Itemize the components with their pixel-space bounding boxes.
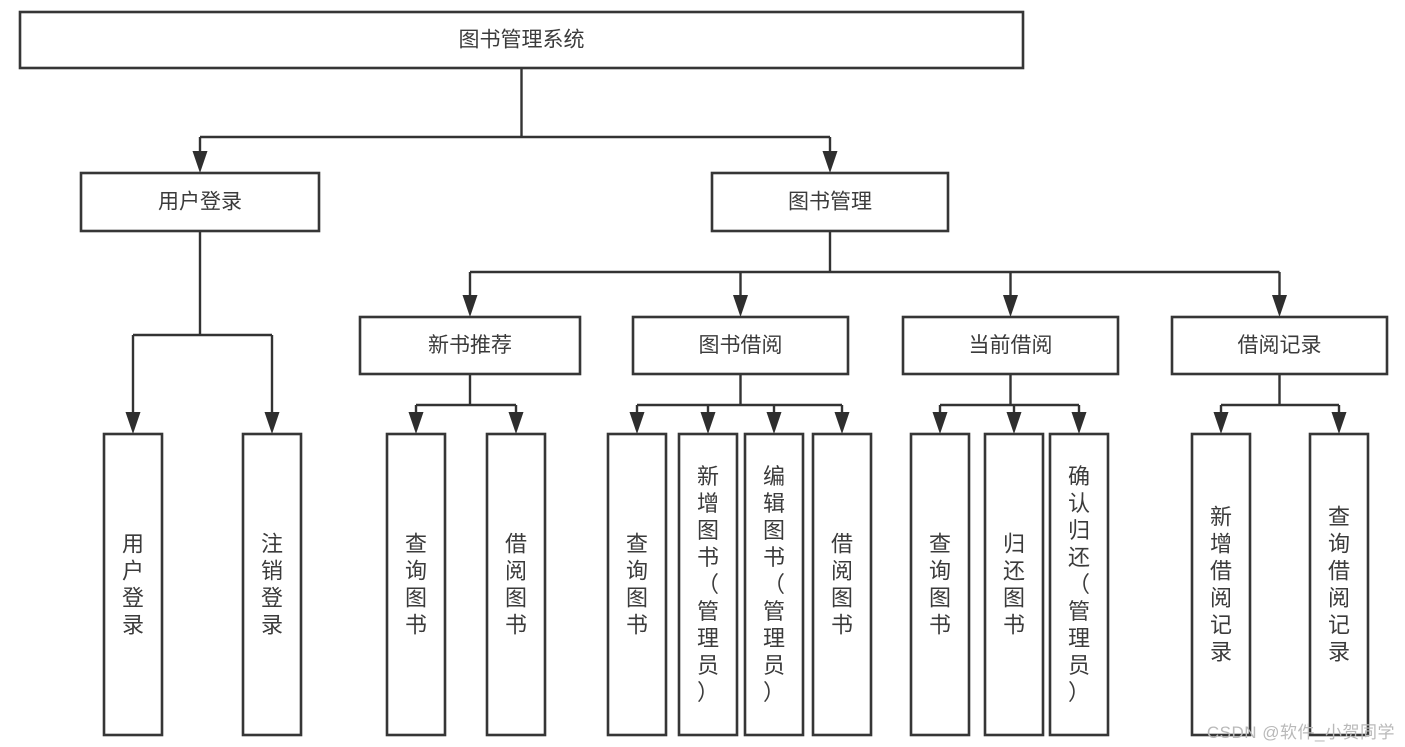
node-leaf-return-book[interactable]: 归还图书 bbox=[983, 432, 1045, 737]
connector-group-current-borrow bbox=[932, 374, 1087, 434]
node-label-leaf-borrow-book-1: 借阅图书 bbox=[505, 532, 527, 638]
node-box-book-manage[interactable] bbox=[710, 171, 950, 233]
node-label-leaf-user-login: 用户登录 bbox=[122, 532, 144, 638]
arrow-head-icon bbox=[932, 412, 948, 434]
node-label-leaf-logout: 注销登录 bbox=[261, 532, 283, 638]
connector-group-borrow-record bbox=[1213, 374, 1347, 434]
arrow-head-icon bbox=[508, 412, 524, 434]
node-box-leaf-confirm-return[interactable] bbox=[1048, 432, 1110, 737]
node-label-leaf-add-book: 新增图书（管理员） bbox=[697, 464, 719, 705]
node-leaf-user-login[interactable]: 用户登录 bbox=[102, 432, 164, 737]
connector-group-book-manage bbox=[462, 231, 1287, 317]
arrow-head-icon bbox=[125, 412, 141, 434]
node-leaf-query-book-2[interactable]: 查询图书 bbox=[606, 432, 668, 737]
node-box-leaf-query-record[interactable] bbox=[1308, 432, 1370, 737]
arrow-head-icon bbox=[766, 412, 782, 434]
arrow-head-icon bbox=[264, 412, 280, 434]
node-label-leaf-return-book: 归还图书 bbox=[1003, 532, 1025, 638]
node-box-borrow-record[interactable] bbox=[1170, 315, 1389, 376]
arrow-head-icon bbox=[733, 295, 748, 317]
node-box-new-book-rec[interactable] bbox=[358, 315, 582, 376]
node-leaf-add-book[interactable]: 新增图书（管理员） bbox=[677, 432, 739, 737]
node-label-leaf-query-book-3: 查询图书 bbox=[929, 532, 951, 638]
node-box-leaf-query-book-3[interactable] bbox=[909, 432, 971, 737]
arrow-head-icon bbox=[1071, 412, 1087, 434]
node-leaf-borrow-book-1[interactable]: 借阅图书 bbox=[485, 432, 547, 737]
node-box-root[interactable] bbox=[18, 10, 1025, 70]
node-box-leaf-edit-book[interactable] bbox=[743, 432, 805, 737]
node-leaf-query-book-3[interactable]: 查询图书 bbox=[909, 432, 971, 737]
arrow-head-icon bbox=[1331, 412, 1347, 434]
arrow-head-icon bbox=[822, 151, 838, 173]
node-box-leaf-user-login[interactable] bbox=[102, 432, 164, 737]
node-label-new-book-rec: 新书推荐 bbox=[428, 334, 512, 357]
node-box-leaf-borrow-book-2[interactable] bbox=[811, 432, 873, 737]
connector-group-book-borrow bbox=[629, 374, 850, 434]
node-box-current-borrow[interactable] bbox=[901, 315, 1120, 376]
node-box-leaf-logout[interactable] bbox=[241, 432, 303, 737]
node-label-leaf-query-record: 查询借阅记录 bbox=[1328, 505, 1350, 665]
node-label-leaf-query-book-1: 查询图书 bbox=[405, 532, 427, 638]
node-book-manage[interactable]: 图书管理 bbox=[710, 171, 950, 233]
node-label-leaf-borrow-book-2: 借阅图书 bbox=[831, 532, 853, 638]
node-leaf-confirm-return[interactable]: 确认归还（管理员） bbox=[1048, 432, 1110, 737]
node-label-leaf-add-record: 新增借阅记录 bbox=[1210, 505, 1232, 665]
arrow-head-icon bbox=[408, 412, 424, 434]
arrow-head-icon bbox=[1272, 295, 1287, 317]
node-box-leaf-return-book[interactable] bbox=[983, 432, 1045, 737]
node-box-user-login[interactable] bbox=[79, 171, 321, 233]
node-leaf-query-book-1[interactable]: 查询图书 bbox=[385, 432, 447, 737]
node-book-borrow[interactable]: 图书借阅 bbox=[631, 315, 850, 376]
node-leaf-query-record[interactable]: 查询借阅记录 bbox=[1308, 432, 1370, 737]
node-label-book-manage: 图书管理 bbox=[788, 191, 872, 214]
node-label-leaf-confirm-return: 确认归还（管理员） bbox=[1068, 464, 1090, 705]
node-box-leaf-query-book-1[interactable] bbox=[385, 432, 447, 737]
arrow-head-icon bbox=[834, 412, 850, 434]
node-label-leaf-query-book-2: 查询图书 bbox=[626, 532, 648, 638]
node-box-leaf-add-book[interactable] bbox=[677, 432, 739, 737]
watermark-label: CSDN @软件_小贺同学 bbox=[1206, 723, 1395, 742]
connector-group-new-book-rec bbox=[408, 374, 524, 434]
node-borrow-record[interactable]: 借阅记录 bbox=[1170, 315, 1389, 376]
arrow-head-icon bbox=[192, 151, 208, 173]
arrow-head-icon bbox=[629, 412, 645, 434]
arrow-head-icon bbox=[1213, 412, 1229, 434]
node-box-leaf-add-record[interactable] bbox=[1190, 432, 1252, 737]
node-user-login[interactable]: 用户登录 bbox=[79, 171, 321, 233]
node-leaf-edit-book[interactable]: 编辑图书（管理员） bbox=[743, 432, 805, 737]
connectors-layer bbox=[125, 68, 1347, 434]
node-box-leaf-borrow-book-1[interactable] bbox=[485, 432, 547, 737]
node-root[interactable]: 图书管理系统 bbox=[18, 10, 1025, 70]
arrow-head-icon bbox=[1006, 412, 1022, 434]
node-current-borrow[interactable]: 当前借阅 bbox=[901, 315, 1120, 376]
node-leaf-add-record[interactable]: 新增借阅记录 bbox=[1190, 432, 1252, 737]
node-label-root: 图书管理系统 bbox=[459, 29, 585, 52]
arrow-head-icon bbox=[700, 412, 716, 434]
node-label-book-borrow: 图书借阅 bbox=[699, 334, 783, 357]
nodes-layer: 图书管理系统用户登录图书管理新书推荐图书借阅当前借阅借阅记录用户登录注销登录查询… bbox=[18, 10, 1389, 737]
node-leaf-borrow-book-2[interactable]: 借阅图书 bbox=[811, 432, 873, 737]
node-label-leaf-edit-book: 编辑图书（管理员） bbox=[763, 464, 785, 705]
node-label-user-login: 用户登录 bbox=[158, 191, 242, 214]
node-label-current-borrow: 当前借阅 bbox=[969, 334, 1053, 357]
node-box-book-borrow[interactable] bbox=[631, 315, 850, 376]
connector-group-root bbox=[192, 68, 838, 173]
node-new-book-rec[interactable]: 新书推荐 bbox=[358, 315, 582, 376]
node-leaf-logout[interactable]: 注销登录 bbox=[241, 432, 303, 737]
node-box-leaf-query-book-2[interactable] bbox=[606, 432, 668, 737]
node-label-borrow-record: 借阅记录 bbox=[1238, 334, 1322, 357]
arrow-head-icon bbox=[462, 295, 478, 317]
arrow-head-icon bbox=[1003, 295, 1018, 317]
connector-group-user-login bbox=[125, 231, 280, 434]
